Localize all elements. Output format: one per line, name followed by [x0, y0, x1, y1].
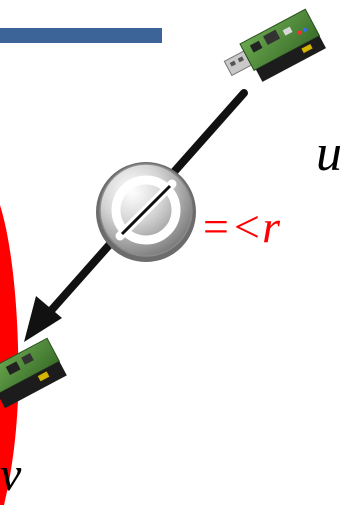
prohibition-sign-icon	[96, 162, 196, 262]
node-u-label: u	[316, 125, 342, 182]
node-v-label: v	[0, 448, 22, 501]
top-bar	[0, 28, 162, 43]
connection-arrow-head	[24, 296, 62, 342]
constraint-label: =<r	[200, 201, 281, 252]
sensor-mote-icon	[0, 337, 67, 409]
red-region	[0, 205, 19, 505]
usb-sensor-mote-icon	[223, 8, 326, 82]
